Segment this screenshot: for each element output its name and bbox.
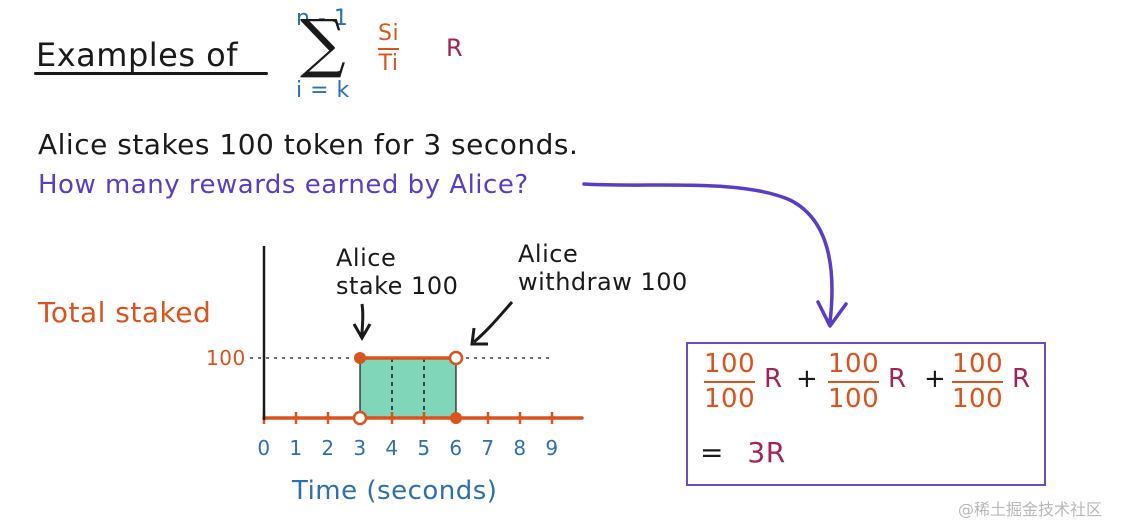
x-tick-label-9: 9 <box>545 436 559 460</box>
stake-annotation: Alice stake 100 <box>336 244 458 300</box>
result-term-2-numerator: 100 <box>828 349 880 379</box>
result-term-1-denominator: 100 <box>704 384 756 415</box>
equals-sign: = <box>700 436 724 469</box>
formula-numerator: Si <box>378 21 400 46</box>
fraction-bar <box>952 380 1004 384</box>
stake-annotation-line2: stake 100 <box>336 272 459 300</box>
x-tick-label-6: 6 <box>449 436 463 460</box>
formula-fraction: Si Ti <box>378 21 400 77</box>
result-term-2-denominator: 100 <box>828 384 880 415</box>
page-title: Examples of <box>36 36 239 74</box>
x-tick-label-2: 2 <box>321 436 335 460</box>
x-tick-label-3: 3 <box>353 436 367 460</box>
staked-area <box>359 357 457 419</box>
sigma-symbol: ∑ <box>300 7 346 81</box>
sum-upper-limit: n - 1 <box>296 6 349 31</box>
plus-sign-1: + <box>796 364 819 394</box>
result-term-3-multiplier: R <box>1012 364 1031 394</box>
result-term-3-fraction: 100 100 <box>952 349 1004 415</box>
question-to-answer-arrow <box>582 182 834 324</box>
x-tick-label-4: 4 <box>385 436 399 460</box>
plus-sign-2: + <box>924 364 947 394</box>
result-value: 3R <box>747 436 786 469</box>
statement-text: Alice stakes 100 token for 3 seconds. <box>38 128 579 161</box>
result-term-1-multiplier: R <box>764 364 783 394</box>
question-text: How many rewards earned by Alice? <box>38 170 529 200</box>
stake-annotation-line1: Alice <box>336 244 397 272</box>
stake-arrowhead <box>352 323 372 342</box>
withdraw-annotation-line2: withdraw 100 <box>518 268 688 296</box>
x-tick-label-7: 7 <box>481 436 495 460</box>
withdraw-annotation: Alice withdraw 100 <box>518 240 688 296</box>
result-line: = 3R <box>700 436 786 469</box>
withdraw-arrow <box>473 301 514 344</box>
stake-marker-bottom <box>352 410 368 426</box>
result-term-2-fraction: 100 100 <box>828 349 880 415</box>
x-axis-label: Time (seconds) <box>292 476 498 506</box>
fraction-bar <box>704 380 756 384</box>
y-tick-label-100: 100 <box>206 346 246 370</box>
withdraw-annotation-line1: Alice <box>518 240 579 268</box>
withdraw-marker-top <box>448 350 464 366</box>
watermark: @稀土掘金技术社区 <box>958 500 1103 519</box>
sum-lower-limit: i = k <box>296 78 350 103</box>
formula-denominator: Ti <box>378 51 399 77</box>
result-term-1-numerator: 100 <box>704 349 756 379</box>
withdraw-marker-bottom <box>450 412 462 424</box>
fraction-bar <box>378 48 400 51</box>
result-term-3-numerator: 100 <box>952 349 1004 379</box>
y-axis-label: Total staked <box>38 296 212 329</box>
question-to-answer-arrowhead <box>816 300 848 328</box>
x-tick-label-5: 5 <box>417 436 431 460</box>
result-term-2-multiplier: R <box>888 364 907 394</box>
x-tick-label-0: 0 <box>257 436 271 460</box>
stake-marker-top <box>354 352 366 364</box>
withdraw-arrowhead <box>470 327 488 346</box>
stake-arrow <box>360 303 365 337</box>
x-tick-label-8: 8 <box>513 436 527 460</box>
result-term-1-fraction: 100 100 <box>704 349 756 415</box>
result-box <box>686 342 1046 486</box>
title-underline <box>34 72 268 75</box>
formula-multiplier: R <box>446 34 464 62</box>
fraction-bar <box>828 380 880 384</box>
result-term-3-denominator: 100 <box>952 384 1004 415</box>
x-tick-label-1: 1 <box>289 436 303 460</box>
